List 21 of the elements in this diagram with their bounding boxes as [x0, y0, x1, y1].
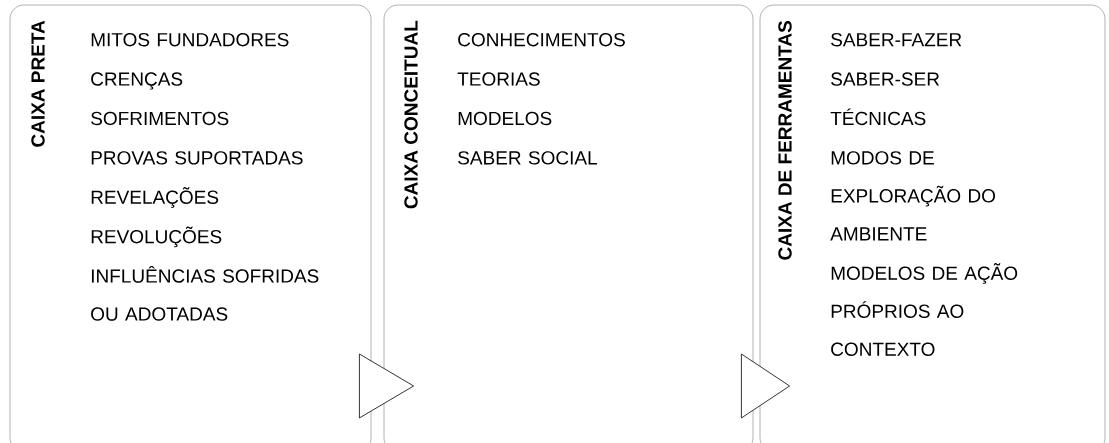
list-item: REVELAÇÕES	[91, 187, 219, 208]
list-item: CRENÇAS	[91, 72, 183, 90]
vertical-title: CAIXA DE FERRAMENTAS	[778, 20, 792, 260]
list-item: CONHECIMENTOS	[458, 32, 625, 47]
list-item: SABER-FAZER	[831, 32, 962, 47]
list-item: TEORIAS	[457, 72, 540, 86]
chevron-arrow	[741, 353, 790, 419]
list-item: MODOS DE EXPLORAÇÃO DO AMBIENTE	[830, 151, 996, 241]
list-item: REVOLUÇÕES	[91, 226, 222, 248]
list-item: SABER SOCIAL	[458, 151, 597, 165]
list-item: SOFRIMENTOS	[91, 111, 229, 126]
list-item: MODELOS	[458, 111, 552, 126]
list-item: PROVAS SUPORTADAS	[91, 151, 303, 165]
vertical-title: CAIXA PRETA	[31, 20, 45, 147]
vertical-title: CAIXA CONCEITUAL	[404, 20, 418, 209]
chevron-arrow	[359, 353, 414, 419]
list-item: MODELOS DE AÇÃO PRÓPRIOS AO CONTEXTO	[831, 263, 1018, 356]
list-item: INFLUÊNCIAS SOFRIDAS OU ADOTADAS	[91, 266, 319, 321]
list-item: MITOS FUNDADORES	[91, 32, 289, 47]
list-item: TÉCNICAS	[830, 108, 926, 126]
list-item: SABER-SER	[831, 72, 940, 86]
